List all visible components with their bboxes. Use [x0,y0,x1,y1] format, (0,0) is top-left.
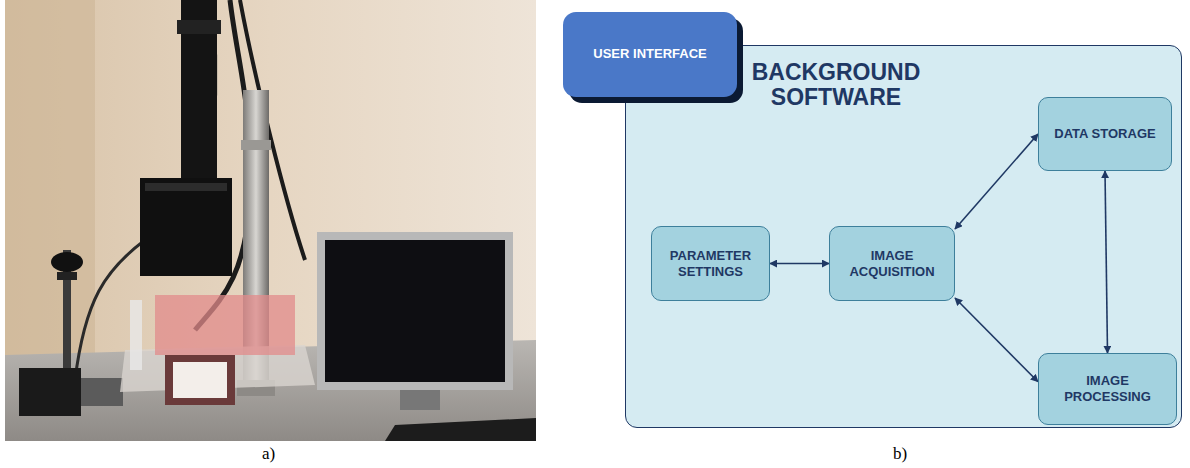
box-label: PARAMETER SETTINGS [652,244,769,283]
box-label: USER INTERFACE [593,46,706,97]
double-arrow [955,298,1038,382]
panel-letter: b) [893,444,907,464]
box-label: IMAGE ACQUISITION [830,244,954,283]
process-box: DATA STORAGE [1038,97,1172,171]
box-label: IMAGE PROCESSING [1039,369,1176,408]
process-box: IMAGE ACQUISITION [829,226,955,301]
panel-heading: BACKGROUND SOFTWARE [706,60,966,111]
lab-setup-photo [5,0,536,441]
double-arrow [770,263,829,265]
software-panel: BACKGROUND SOFTWARE DATA STORAGE PARAMETER… [625,45,1182,428]
panel-letter: a) [262,444,275,464]
double-arrow [1105,171,1108,353]
process-box: IMAGE PROCESSING [1038,353,1177,425]
user-interface-tab: USER INTERFACE [563,12,737,97]
box-label: DATA STORAGE [1048,122,1161,146]
process-box: PARAMETER SETTINGS [651,226,770,301]
double-arrow [955,134,1038,229]
